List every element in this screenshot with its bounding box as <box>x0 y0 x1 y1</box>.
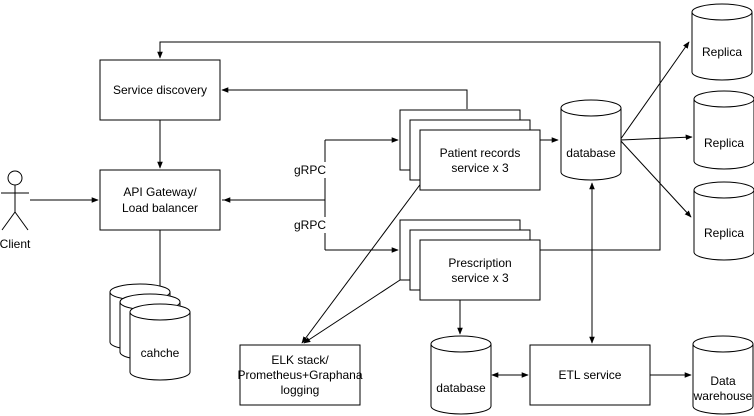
database-top-cylinder <box>560 99 622 181</box>
replica-1-label: Replica <box>702 45 742 59</box>
service-discovery-label: Service discovery <box>113 83 207 97</box>
client-actor-icon <box>1 170 29 231</box>
edge-patient-to-elk <box>301 181 423 344</box>
data-warehouse-cylinder <box>692 335 754 415</box>
edge-gateway-services-grpc <box>222 140 326 250</box>
replica-2-cylinder <box>693 90 754 170</box>
api-gateway-label-line2: Load balancer <box>122 201 198 215</box>
etl-label: ETL service <box>559 368 622 382</box>
replica-1-cylinder <box>691 3 753 81</box>
replica-3-cylinder <box>693 181 754 261</box>
grpc-label-top: gRPC <box>294 163 326 177</box>
patient-service-label-line2: service x 3 <box>451 161 509 175</box>
database-bottom-label: database <box>436 381 486 395</box>
edge-db-to-replica-1 <box>619 41 690 141</box>
patient-service-box-1 <box>419 129 541 191</box>
data-warehouse-label-line2: warehouse <box>693 389 753 403</box>
prescription-service-box-1 <box>419 239 541 301</box>
prescription-service-label-line1: Prescription <box>448 256 511 270</box>
data-warehouse-label-line1: Data <box>710 374 736 388</box>
client-label: Client <box>0 237 31 251</box>
elk-label-line3: logging <box>281 383 320 397</box>
elk-label-line2: Prometheus+Graphana <box>237 368 362 382</box>
cache-label: cahche <box>141 346 180 360</box>
patient-service-label-line1: Patient records <box>440 146 521 160</box>
replica-3-label: Replica <box>704 226 744 240</box>
database-bottom-cylinder <box>430 335 492 415</box>
replica-2-label: Replica <box>704 136 744 150</box>
edge-patient-to-discovery <box>221 87 468 109</box>
elk-box <box>239 344 361 406</box>
edge-db-to-replica-2 <box>619 134 693 141</box>
elk-label-line1: ELK stack/ <box>271 353 329 367</box>
etl-box <box>529 344 651 406</box>
prescription-service-label-line2: service x 3 <box>451 271 509 285</box>
cache-cylinder-1 <box>129 303 191 381</box>
edge-prescription-to-elk <box>303 279 401 344</box>
edge-prescription-to-discovery <box>157 41 661 251</box>
grpc-label-bg-top <box>294 162 328 178</box>
service-discovery-box <box>99 59 221 121</box>
edge-db-to-replica-3 <box>619 139 692 218</box>
api-gateway-box <box>99 169 221 231</box>
grpc-label-bg-bottom <box>294 217 328 233</box>
grpc-label-bottom: gRPC <box>294 218 326 232</box>
database-top-label: database <box>566 146 616 160</box>
api-gateway-label-line1: API Gateway/ <box>123 185 197 199</box>
